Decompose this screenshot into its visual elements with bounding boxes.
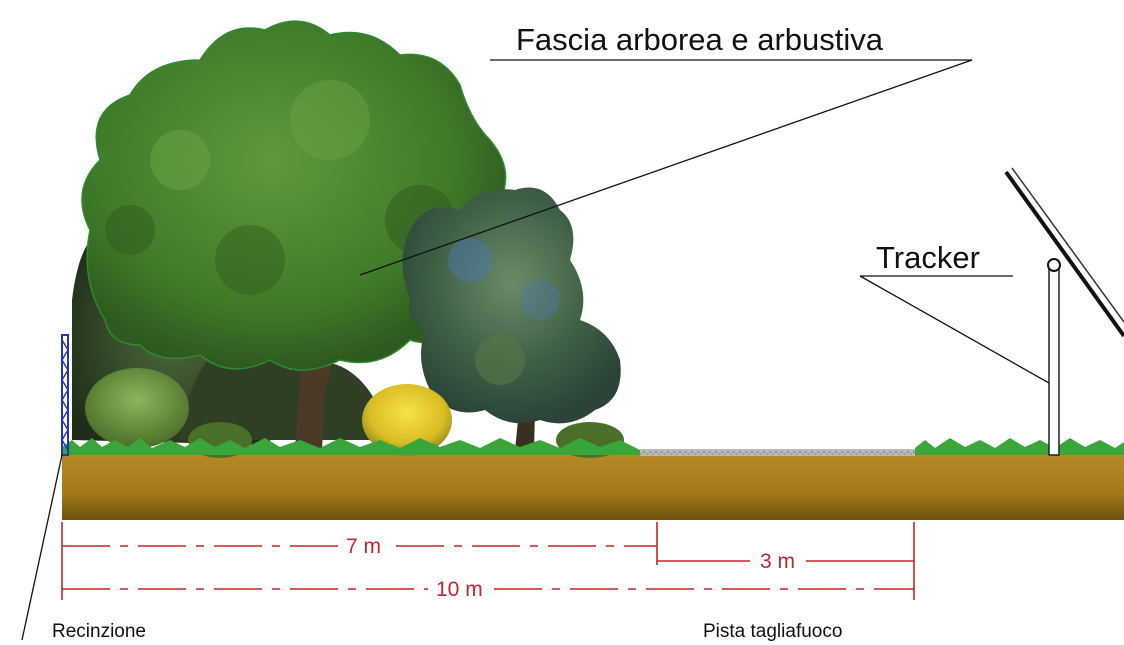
firebreak-label: Pista tagliafuoco bbox=[703, 621, 842, 642]
shrub-left bbox=[85, 368, 189, 448]
soil-band bbox=[62, 455, 1124, 520]
grass-strip-left bbox=[62, 438, 640, 455]
dimension-lines bbox=[61, 522, 915, 600]
belt-width-label: 7 m bbox=[346, 535, 381, 558]
grass-strip-right bbox=[915, 438, 1124, 455]
tracker-label: Tracker bbox=[876, 240, 980, 275]
firebreak-width-label: 3 m bbox=[760, 550, 795, 573]
fence bbox=[61, 334, 69, 456]
yellow-shrub bbox=[362, 384, 452, 456]
belt-label: Fascia arborea e arbustiva bbox=[516, 22, 884, 57]
medium-tree bbox=[402, 187, 621, 450]
tracker-structure bbox=[1004, 167, 1124, 456]
total-width-label: 10 m bbox=[436, 578, 483, 601]
fence-label: Recinzione bbox=[52, 621, 146, 642]
firebreak-gravel bbox=[640, 449, 915, 456]
leader-lines bbox=[21, 59, 1050, 641]
